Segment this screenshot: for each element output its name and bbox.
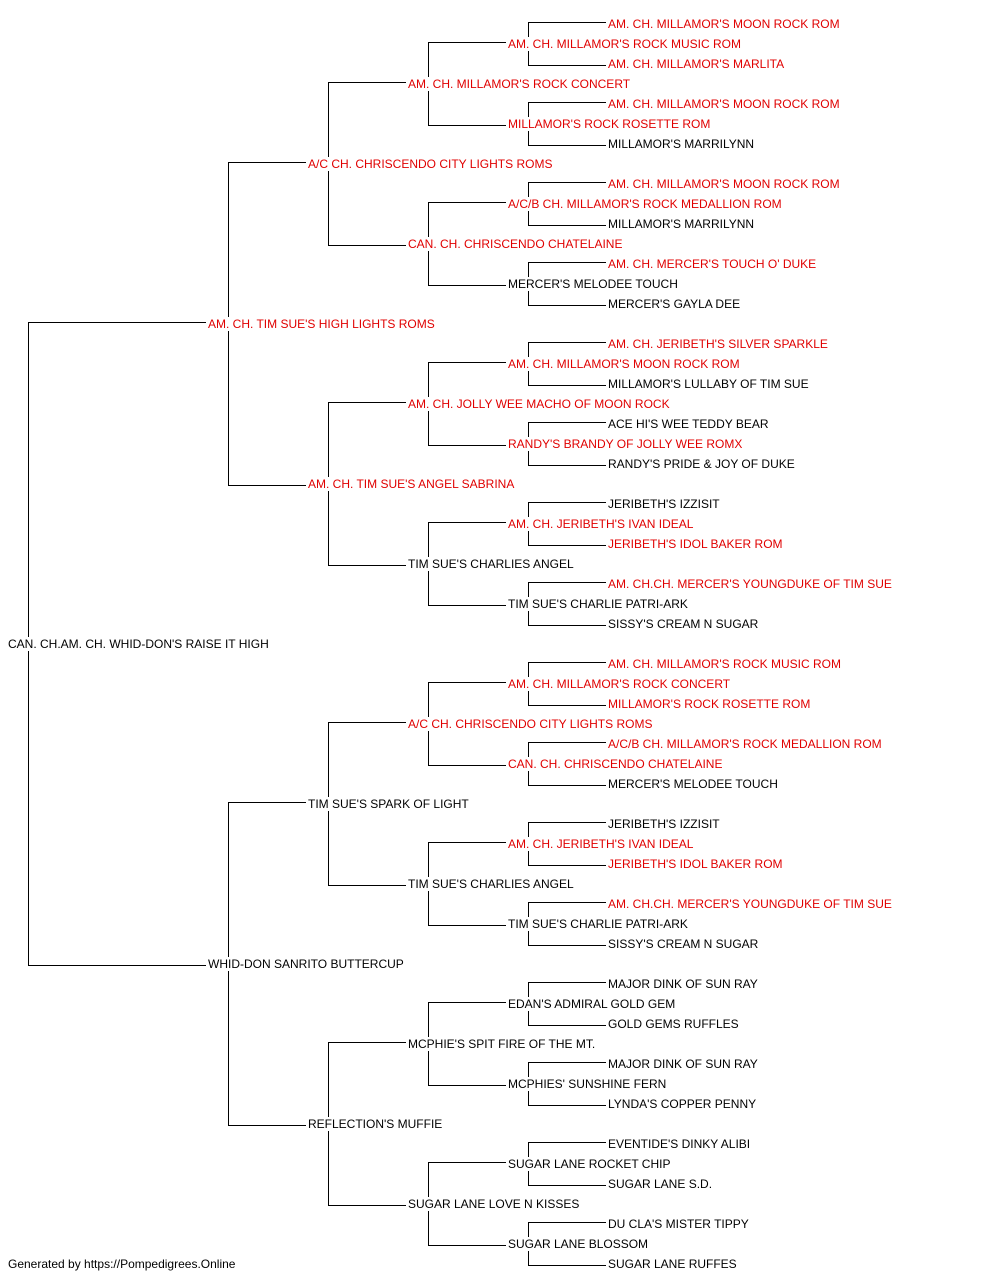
dog-name: MERCER'S MELODEE TOUCH	[608, 777, 780, 791]
dog-name: SUGAR LANE ROCKET CHIP	[508, 1157, 673, 1171]
dog-name: GOLD GEMS RUFFLES	[608, 1017, 741, 1031]
dog-name: EVENTIDE'S DINKY ALIBI	[608, 1137, 753, 1151]
dog-name: CAN. CH. CHRISCENDO CHATELAINE	[508, 757, 725, 771]
dog-name: SISSY'S CREAM N SUGAR	[608, 937, 761, 951]
dog-name: WHID-DON SANRITO BUTTERCUP	[208, 957, 406, 971]
dog-name: TIM SUE'S CHARLIE PATRI-ARK	[508, 917, 690, 931]
dog-name: AM. CH. JERIBETH'S IVAN IDEAL	[508, 517, 696, 531]
dog-name: AM. CH. JERIBETH'S IVAN IDEAL	[508, 837, 696, 851]
dog-name: AM. CH. JOLLY WEE MACHO OF MOON ROCK	[408, 397, 672, 411]
dog-name: SISSY'S CREAM N SUGAR	[608, 617, 761, 631]
dog-name: AM. CH. MILLAMOR'S MOON ROCK ROM	[508, 357, 742, 371]
dog-name: AM. CH.CH. MERCER'S YOUNGDUKE OF TIM SUE	[608, 577, 894, 591]
dog-name: MAJOR DINK OF SUN RAY	[608, 977, 760, 991]
dog-name: MILLAMOR'S MARRILYNN	[608, 217, 757, 231]
dog-name: DU CLA'S MISTER TIPPY	[608, 1217, 751, 1231]
dog-name: MILLAMOR'S ROCK ROSETTE ROM	[508, 117, 713, 131]
dog-name: SUGAR LANE RUFFES	[608, 1257, 739, 1271]
dog-name: AM. CH. MILLAMOR'S ROCK CONCERT	[508, 677, 733, 691]
dog-name: REFLECTION'S MUFFIE	[308, 1117, 445, 1131]
dog-name: MERCER'S MELODEE TOUCH	[508, 277, 680, 291]
dog-name: SUGAR LANE BLOSSOM	[508, 1237, 651, 1251]
dog-name: JERIBETH'S IZZISIT	[608, 817, 722, 831]
dog-name: MILLAMOR'S ROCK ROSETTE ROM	[608, 697, 813, 711]
dog-name: JERIBETH'S IZZISIT	[608, 497, 722, 511]
dog-name: CAN. CH. CHRISCENDO CHATELAINE	[408, 237, 625, 251]
dog-name: TIM SUE'S CHARLIES ANGEL	[408, 877, 576, 891]
dog-name: AM. CH. MILLAMOR'S ROCK MUSIC ROM	[608, 657, 843, 671]
dog-name: AM. CH. MILLAMOR'S MOON ROCK ROM	[608, 97, 842, 111]
dog-name: AM. CH. JERIBETH'S SILVER SPARKLE	[608, 337, 830, 351]
dog-name: TIM SUE'S CHARLIE PATRI-ARK	[508, 597, 690, 611]
dog-name: JERIBETH'S IDOL BAKER ROM	[608, 857, 785, 871]
dog-name: TIM SUE'S SPARK OF LIGHT	[308, 797, 471, 811]
dog-name: AM. CH. MILLAMOR'S MOON ROCK ROM	[608, 177, 842, 191]
dog-name: CAN. CH.AM. CH. WHID-DON'S RAISE IT HIGH	[8, 637, 271, 651]
dog-name: JERIBETH'S IDOL BAKER ROM	[608, 537, 785, 551]
dog-name: ACE HI'S WEE TEDDY BEAR	[608, 417, 771, 431]
dog-name: AM. CH. MILLAMOR'S ROCK MUSIC ROM	[508, 37, 743, 51]
dog-name: A/C CH. CHRISCENDO CITY LIGHTS ROMS	[308, 157, 555, 171]
dog-name: LYNDA'S COPPER PENNY	[608, 1097, 759, 1111]
dog-name: AM. CH. MILLAMOR'S MARLITA	[608, 57, 787, 71]
dog-name: A/C CH. CHRISCENDO CITY LIGHTS ROMS	[408, 717, 655, 731]
dog-name: MAJOR DINK OF SUN RAY	[608, 1057, 760, 1071]
dog-name: AM. CH. MERCER'S TOUCH O' DUKE	[608, 257, 819, 271]
dog-name: MERCER'S GAYLA DEE	[608, 297, 743, 311]
dog-name: SUGAR LANE LOVE N KISSES	[408, 1197, 582, 1211]
dog-name: AM. CH. MILLAMOR'S MOON ROCK ROM	[608, 17, 842, 31]
dog-name: RANDY'S BRANDY OF JOLLY WEE ROMX	[508, 437, 745, 451]
dog-name: A/C/B CH. MILLAMOR'S ROCK MEDALLION ROM	[608, 737, 884, 751]
dog-name: A/C/B CH. MILLAMOR'S ROCK MEDALLION ROM	[508, 197, 784, 211]
dog-name: EDAN'S ADMIRAL GOLD GEM	[508, 997, 678, 1011]
dog-name: SUGAR LANE S.D.	[608, 1177, 715, 1191]
dog-name: TIM SUE'S CHARLIES ANGEL	[408, 557, 576, 571]
dog-name: MCPHIE'S SPIT FIRE OF THE MT.	[408, 1037, 598, 1051]
dog-name: MCPHIES' SUNSHINE FERN	[508, 1077, 669, 1091]
dog-name: MILLAMOR'S MARRILYNN	[608, 137, 757, 151]
dog-name: AM. CH. MILLAMOR'S ROCK CONCERT	[408, 77, 633, 91]
dog-name: AM. CH.CH. MERCER'S YOUNGDUKE OF TIM SUE	[608, 897, 894, 911]
dog-name: AM. CH. TIM SUE'S HIGH LIGHTS ROMS	[208, 317, 437, 331]
dog-name: RANDY'S PRIDE & JOY OF DUKE	[608, 457, 797, 471]
dog-name: AM. CH. TIM SUE'S ANGEL SABRINA	[308, 477, 517, 491]
footer-credit: Generated by https://Pompedigrees.Online	[8, 1257, 236, 1271]
dog-name: MILLAMOR'S LULLABY OF TIM SUE	[608, 377, 811, 391]
